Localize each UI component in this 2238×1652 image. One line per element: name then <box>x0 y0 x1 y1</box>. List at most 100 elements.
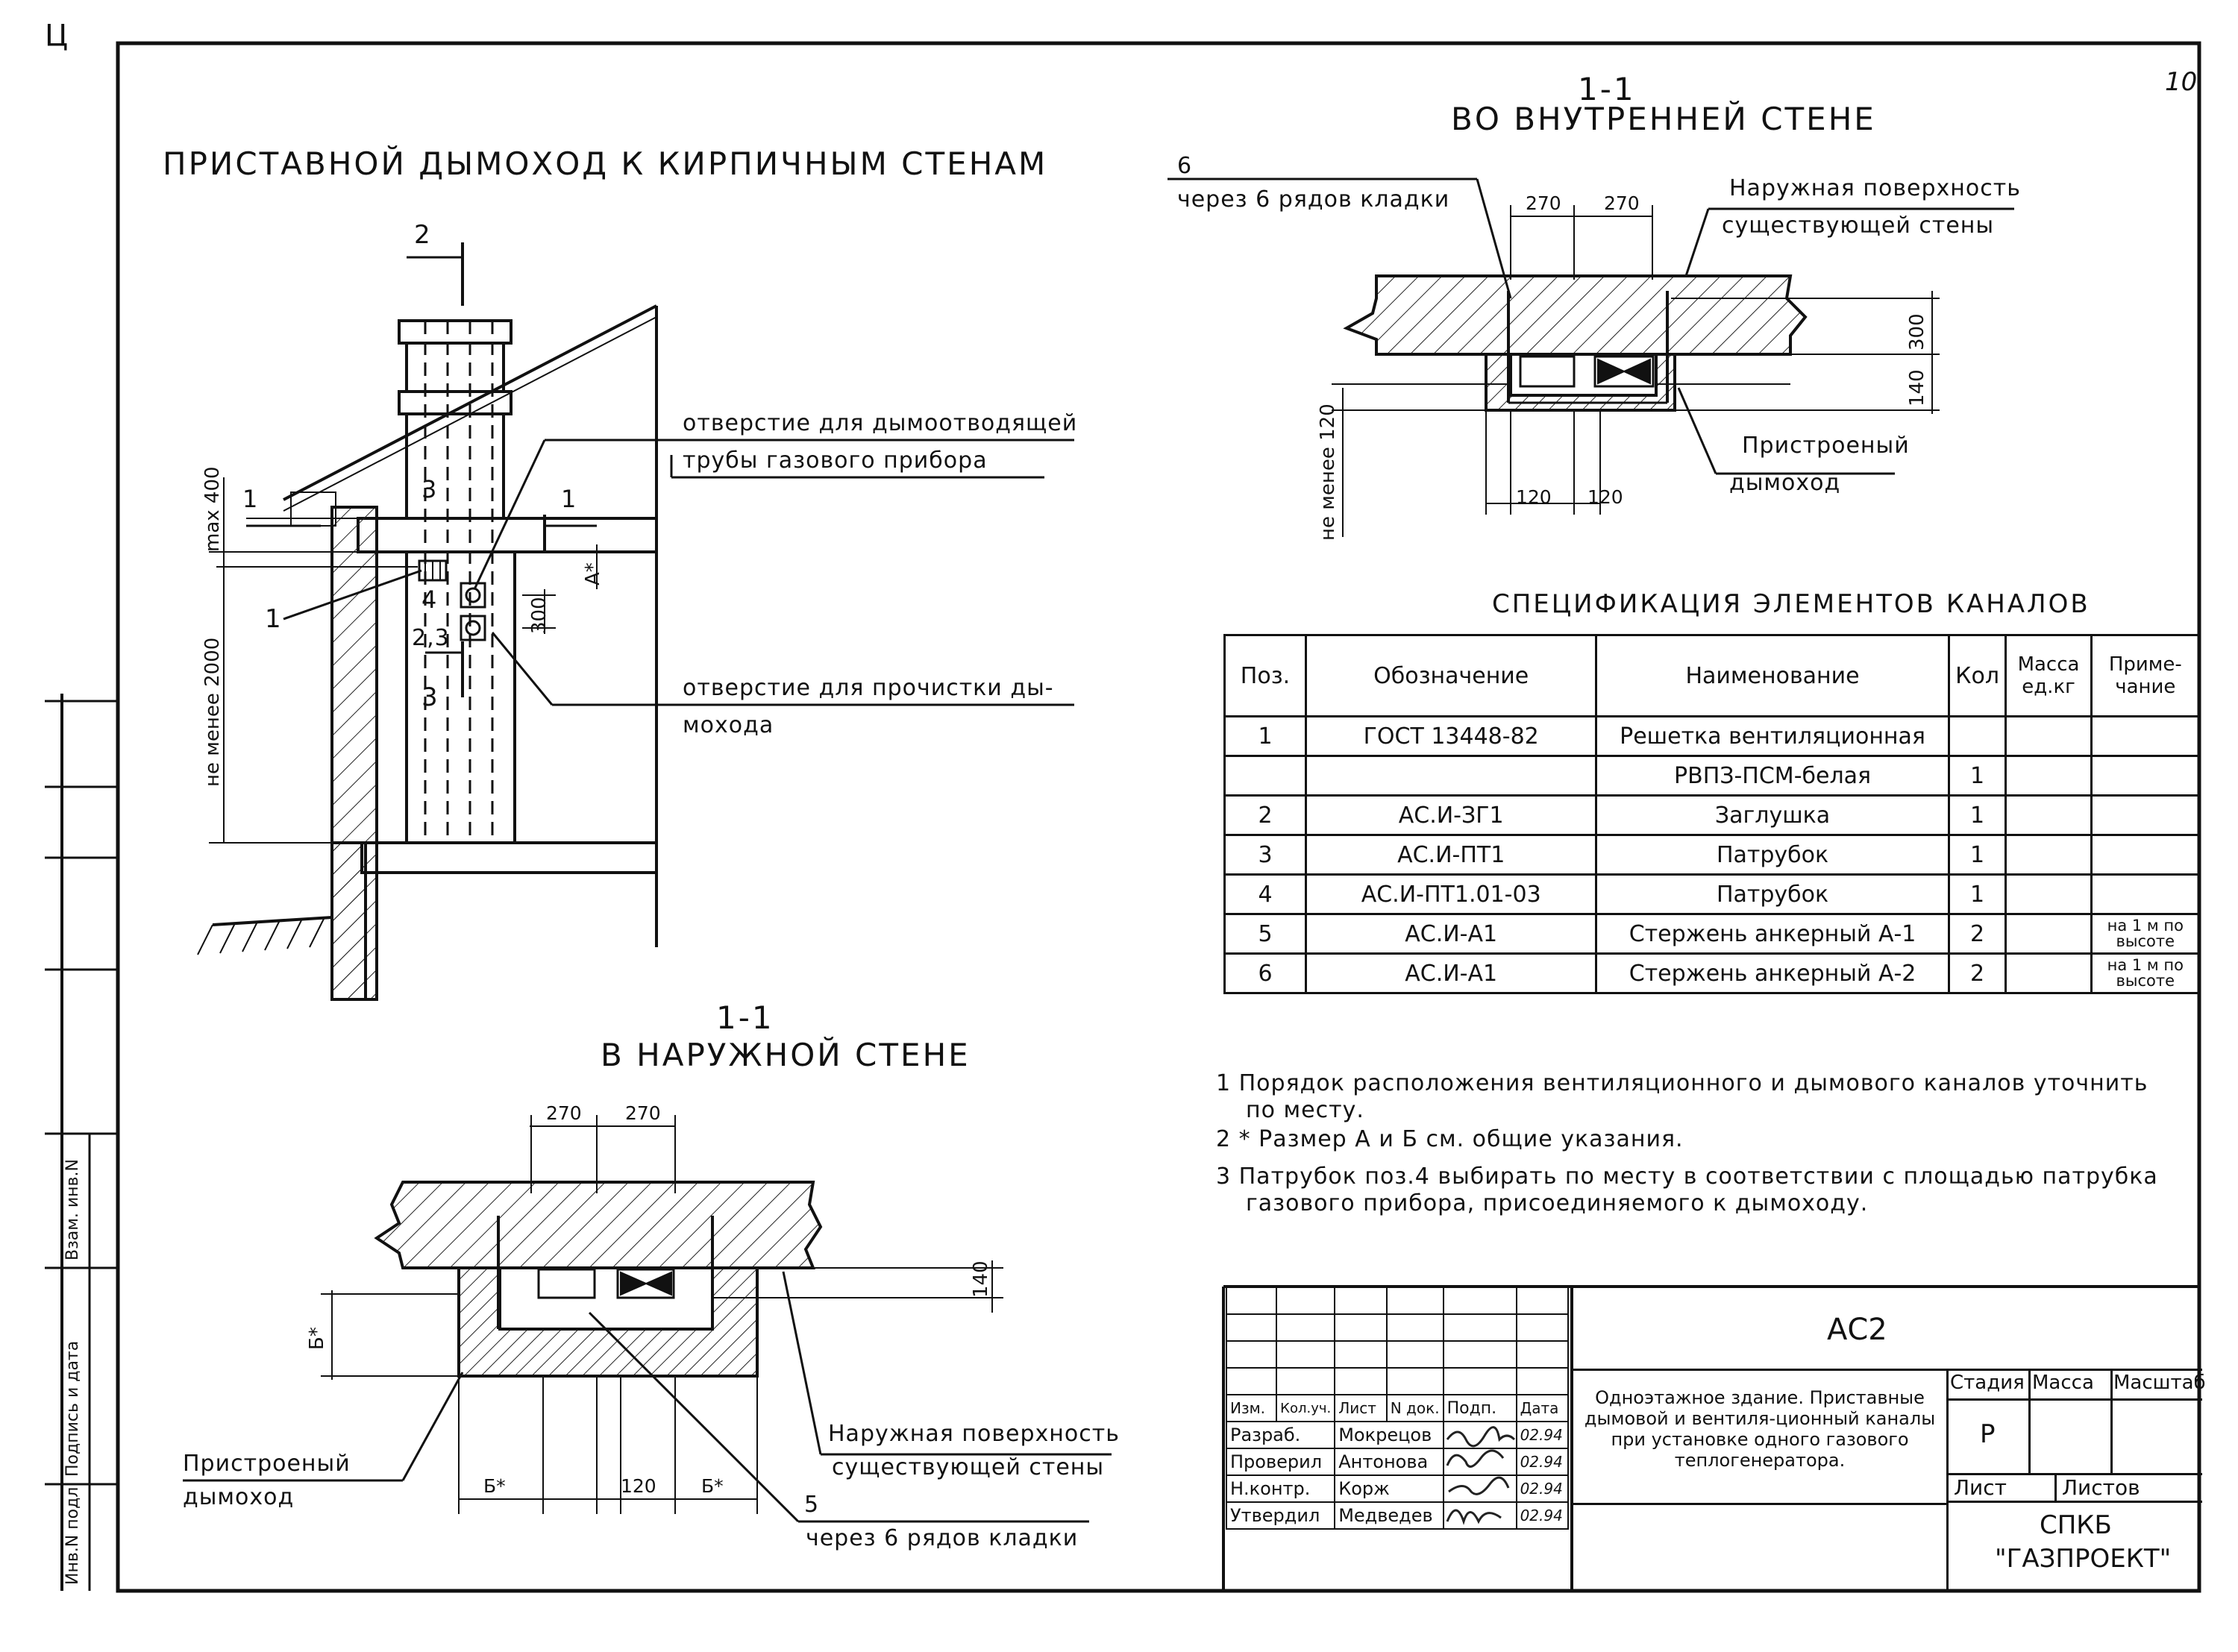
table-cell <box>2005 834 2093 876</box>
sheets-label: Листов <box>2062 1475 2140 1500</box>
scale-label: Масштаб <box>2113 1372 2206 1394</box>
side-stamp-replace: Взам. инв.N <box>63 1159 82 1260</box>
table-cell <box>1947 715 2007 757</box>
tb-role: Утвердил <box>1225 1501 1336 1530</box>
inner-outer-surface-2: существующей стены <box>1722 213 1995 239</box>
table-cell <box>2005 952 2093 994</box>
tb-role: Н.контр. <box>1225 1474 1336 1503</box>
elev-dim-a: А* <box>582 562 604 585</box>
table-cell: 4 <box>1223 873 1308 915</box>
tb-header-cell: N док. <box>1385 1394 1444 1422</box>
outer-section-title: В НАРУЖНОЙ СТЕНЕ <box>601 1037 971 1073</box>
spec-header-cell: Масса ед.кг <box>2005 634 2093 717</box>
table-cell <box>2090 834 2201 876</box>
tb-header-cell: Изм. <box>1225 1394 1278 1422</box>
table-cell <box>1305 755 1598 797</box>
elev-hole-clean-2: мохода <box>683 712 774 738</box>
table-cell <box>2090 755 2201 797</box>
elev-pos-1: 1 <box>265 604 282 634</box>
table-cell: АС.И-А1 <box>1305 913 1598 955</box>
outer-pos-5: 5 <box>804 1492 820 1518</box>
table-cell: 2 <box>1947 952 2007 994</box>
tb-role: Разраб. <box>1225 1421 1336 1449</box>
tb-signature <box>1442 1448 1517 1476</box>
inner-section-title: ВО ВНУТРЕННЕЙ СТЕНЕ <box>1451 101 1876 137</box>
title-block-frame <box>1222 1285 2199 1591</box>
inner-through-rows: через 6 рядов кладки <box>1177 186 1450 213</box>
table-cell <box>2005 755 2093 797</box>
page-number: 10 <box>2165 67 2198 97</box>
table-cell: Стержень анкерный А-1 <box>1595 913 1950 955</box>
spec-header-row: Поз. Обозначение Наименование Кол Масса … <box>1223 634 2201 717</box>
spec-header-cell: Кол <box>1947 634 2007 717</box>
outer-dim-120: 120 <box>621 1475 656 1497</box>
corner-mark: Ц <box>45 19 69 53</box>
outer-dim-b-right: Б* <box>701 1475 724 1497</box>
outer-through-rows: через 6 рядов кладки <box>806 1525 1079 1551</box>
table-row: Утвердил Медведев 02.94 <box>1225 1501 1570 1530</box>
inner-section-number: 1-1 <box>1578 71 1636 107</box>
table-cell: АС.И-А1 <box>1305 952 1598 994</box>
table-row: 5 АС.И-А1 Стержень анкерный А-1 2 на 1 м… <box>1223 913 2201 955</box>
mass-label: Масса <box>2032 1372 2094 1394</box>
drawing-description: Одноэтажное здание. Приставные дымовой и… <box>1584 1387 1936 1471</box>
tb-header-cell: Подп. <box>1442 1394 1517 1422</box>
table-cell: 2 <box>1223 794 1308 836</box>
table-cell <box>2005 715 2093 757</box>
table-cell: 6 <box>1223 952 1308 994</box>
table-cell: РВПЗ-ПСМ-белая <box>1595 755 1950 797</box>
elev-dim-300: 300 <box>528 597 551 634</box>
spec-table: Поз. Обозначение Наименование Кол Масса … <box>1223 634 2201 994</box>
table-row: 6 АС.И-А1 Стержень анкерный А-2 2 на 1 м… <box>1223 952 2201 994</box>
table-cell: Патрубок <box>1595 834 1950 876</box>
spec-header-cell: Наименование <box>1595 634 1950 717</box>
elev-pos-3: 3 <box>421 475 438 503</box>
tb-date: 02.94 <box>1515 1421 1570 1449</box>
inner-dim-120b: 120 <box>1587 486 1623 508</box>
title-block-left-grid: Изм. Кол.уч. Лист N док. Подп. Дата Разр… <box>1225 1287 1570 1530</box>
side-stamp-signature: Подпись и дата <box>63 1340 82 1477</box>
table-cell <box>2090 794 2201 836</box>
stage-value: Р <box>1980 1419 1996 1449</box>
outer-attached-2: дымоход <box>183 1484 295 1510</box>
table-cell <box>2090 873 2201 915</box>
elev-dim-2000: не менее 2000 <box>201 637 224 787</box>
table-cell: 1 <box>1223 715 1308 757</box>
elev-cut-1-right: 1 <box>561 485 577 513</box>
elev-hole-clean-1: отверстие для прочистки ды- <box>683 675 1054 701</box>
tb-person: Корж <box>1334 1474 1444 1503</box>
table-cell: АС.И-ЗГ1 <box>1305 794 1598 836</box>
table-cell <box>1223 755 1308 797</box>
outer-attached-1: Пристроеный <box>183 1451 351 1477</box>
tb-person: Антонова <box>1334 1448 1444 1476</box>
inner-outer-surface-1: Наружная поверхность <box>1729 175 2021 201</box>
signatures <box>1446 1426 1516 1525</box>
table-cell: АС.И-ПТ1 <box>1305 834 1598 876</box>
main-title: ПРИСТАВНОЙ ДЫМОХОД К КИРПИЧНЫМ СТЕНАМ <box>163 145 1048 182</box>
note-2: 2 * Размер А и Б см. общие указания. <box>1216 1126 1684 1152</box>
outer-outer-surface-1: Наружная поверхность <box>828 1421 1120 1447</box>
spec-title: СПЕЦИФИКАЦИЯ ЭЛЕМЕНТОВ КАНАЛОВ <box>1492 589 2090 619</box>
inner-dim-140: 140 <box>1906 369 1928 406</box>
elev-cut-3: 3 <box>421 682 439 712</box>
tb-signature <box>1442 1501 1517 1530</box>
note-1: 1 Порядок расположения вентиляционного и… <box>1216 1070 2148 1123</box>
table-row: 3 АС.И-ПТ1 Патрубок 1 <box>1223 834 2201 876</box>
tb-date: 02.94 <box>1515 1501 1570 1530</box>
sheet-label: Лист <box>1954 1475 2007 1500</box>
inner-dim-270b: 270 <box>1604 192 1640 214</box>
elev-pos-4: 4 <box>421 585 438 614</box>
table-cell: 1 <box>1947 794 2007 836</box>
tb-person: Медведев <box>1334 1501 1444 1530</box>
elevation-drawing <box>197 242 1074 1001</box>
table-cell: Решетка вентиляционная <box>1595 715 1950 757</box>
elev-dim-max400: max 400 <box>201 466 224 552</box>
inner-attached-1: Пристроеный <box>1742 433 1910 459</box>
table-cell <box>2005 794 2093 836</box>
tb-person: Мокрецов <box>1334 1421 1444 1449</box>
tb-role: Проверил <box>1225 1448 1336 1476</box>
tb-header-cell: Дата <box>1515 1394 1570 1422</box>
spec-header-cell: Поз. <box>1223 634 1308 717</box>
inner-pos-6: 6 <box>1177 153 1193 179</box>
